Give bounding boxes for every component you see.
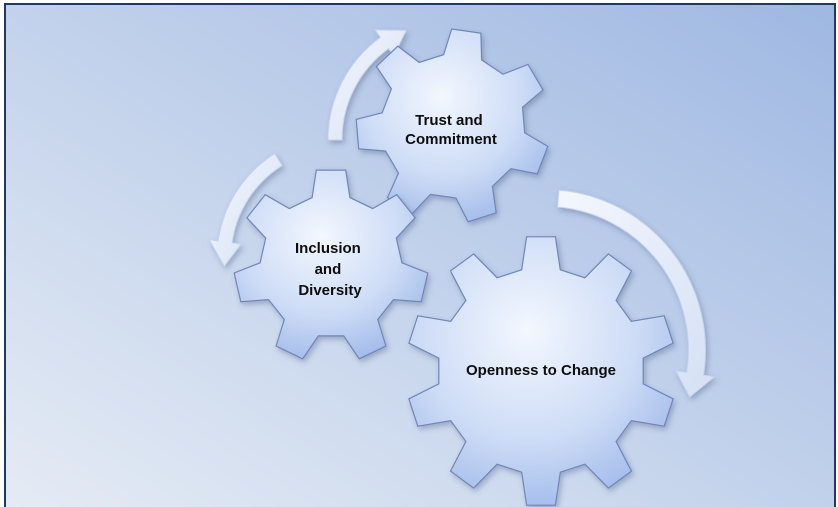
gear-label-line: Diversity [298,282,362,299]
arrow-around-openness [556,189,716,398]
gear-label-line: Inclusion [295,240,361,257]
gear-shape [233,169,429,360]
gear-label-line: and [315,261,342,278]
gear-shape [355,28,549,223]
gear-label-line: Commitment [405,131,497,148]
gear-inclusion-and-diversity: Inclusion and Diversity [233,169,429,360]
gear-label-line: Trust and [415,112,483,129]
gear-label-trust: Trust and Commitment [405,112,497,148]
cycle-arrows [208,29,716,398]
gear-label-openness: Openness to Change [466,362,616,379]
gear-label-inclusion: Inclusion and Diversity [295,240,365,299]
arrow-down-to-inclusion [208,153,283,268]
gear-trust-and-commitment: Trust and Commitment [355,28,549,223]
gear-shape [408,236,674,506]
arrow-up-to-trust [327,29,407,141]
gear-openness-to-change: Openness to Change [408,236,674,506]
gear-label-line: Openness to Change [466,362,616,379]
